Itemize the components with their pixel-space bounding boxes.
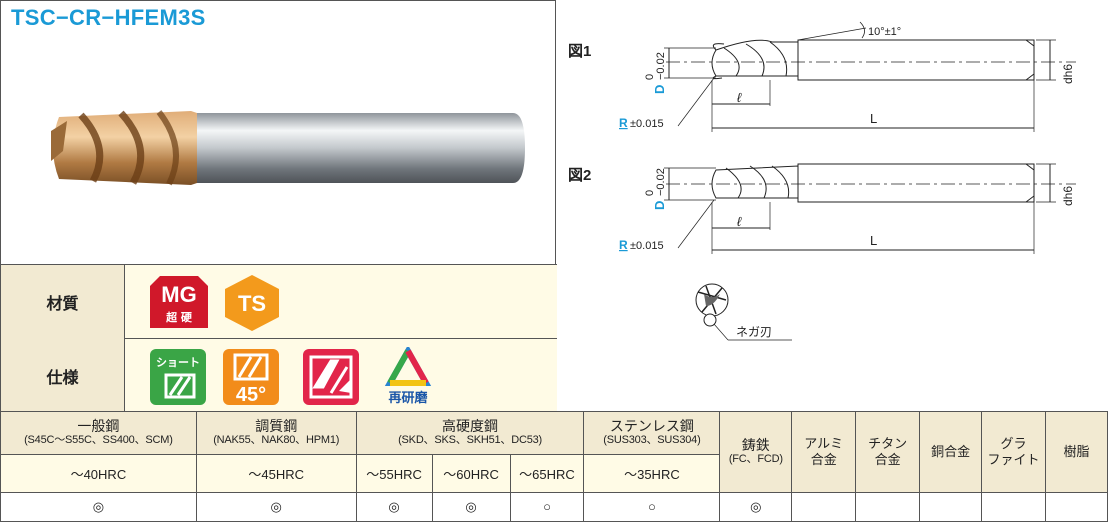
fig1-tol-bottom: −0.02: [655, 52, 667, 80]
group-sub: (S45C〜S55C、SS400、SCM): [24, 434, 173, 447]
product-title: TSC−CR−HFEM3S: [11, 5, 206, 30]
fig1-length: L: [870, 111, 877, 126]
fig2-d-label: D: [652, 201, 667, 210]
group-resin: 樹脂: [1044, 411, 1108, 493]
ts-text: TS: [238, 291, 266, 316]
ts-coating-badge: TS: [225, 275, 279, 331]
suitability-mark: [791, 491, 857, 522]
drawing-panel: 図1 0 −0.02 D 10°±1° dh6 ℓ L R ±0.015: [556, 0, 1108, 411]
fig2-tol-top: 0: [644, 190, 656, 196]
suitability-mark: ◎: [355, 491, 433, 522]
carbide-text: 超 硬: [165, 310, 193, 324]
group-general-steel: 一般鋼 (S45C〜S55C、SS400、SCM): [0, 411, 197, 455]
fig1-label: 図1: [568, 43, 591, 60]
group-prehardened-steel: 調質鋼 (NAK55、NAK80、HPM1): [195, 411, 357, 455]
fig2-ell: ℓ: [737, 214, 742, 229]
dimension-drawings: 図1 0 −0.02 D 10°±1° dh6 ℓ L R ±0.015: [568, 21, 1076, 341]
fig1-ell: ℓ: [737, 90, 742, 105]
mg-text: MG: [161, 282, 196, 307]
group-copper-alloy: 銅合金: [919, 411, 983, 493]
fig2-dh: dh6: [1061, 186, 1075, 206]
group-sub: (SKD、SKS、SKH51、DC53): [398, 434, 543, 447]
short-text: ショート: [156, 356, 200, 369]
hrc-cell: 〜40HRC: [0, 453, 197, 493]
suitability-mark: [855, 491, 921, 522]
material-label: 材質: [1, 265, 125, 339]
fig2-radius: R: [619, 238, 628, 252]
group-cast-iron: 鋳鉄 (FC、FCD): [719, 411, 793, 493]
spec-grid: 材質 MG 超 硬 TS 仕様 ショート 4: [1, 264, 557, 413]
group-name: 一般鋼: [77, 418, 120, 435]
fig1-angle: 10°±1°: [868, 26, 901, 38]
fig2-label: 図2: [568, 167, 591, 184]
nega-label: ネガ刃: [736, 325, 772, 339]
irregular-flute-badge: [303, 349, 359, 405]
fig1-radius: R: [619, 116, 628, 130]
end-view-icon: [695, 283, 729, 327]
material-row: 材質 MG 超 硬 TS: [1, 265, 557, 339]
fig1-dh: dh6: [1061, 64, 1075, 84]
hrc-cell: 〜65HRC: [509, 453, 585, 493]
regrind-text: 再研磨: [388, 390, 427, 406]
helix-angle-text: 45°: [236, 384, 266, 406]
group-line1: 樹脂: [1063, 443, 1090, 459]
product-panel: TSC−CR−HFEM3S 材質: [0, 0, 557, 413]
hrc-cell: 〜45HRC: [195, 453, 357, 493]
group-name: 高硬度鋼: [442, 418, 499, 435]
group-line1: グラ: [1000, 435, 1027, 451]
group-sub: (NAK55、NAK80、HPM1): [213, 434, 340, 447]
group-line2: 合金: [874, 451, 901, 467]
group-hardened-steel: 高硬度鋼 (SKD、SKS、SKH51、DC53): [355, 411, 585, 455]
suitability-mark: ◎: [195, 491, 357, 522]
suitability-mark: ◎: [0, 491, 197, 522]
suitability-mark: ◎: [431, 491, 511, 522]
group-line1: 銅合金: [931, 443, 971, 459]
spec-row: 仕様 ショート 45°: [1, 339, 557, 413]
hrc-cell: 〜55HRC: [355, 453, 433, 493]
group-name: 調質鋼: [255, 418, 298, 435]
group-name: 鋳鉄: [741, 437, 770, 454]
fig1-tol-top: 0: [644, 74, 656, 80]
hrc-cell: 〜35HRC: [583, 453, 721, 493]
suitability-mark: ◎: [719, 491, 793, 522]
fig2-length: L: [870, 233, 877, 248]
group-sub: (SUS303、SUS304): [603, 434, 701, 447]
mg-carbide-badge: MG 超 硬: [150, 276, 208, 328]
fig2-diameter-tolerance: 0 −0.02 D: [644, 168, 667, 210]
group-stainless-steel: ステンレス鋼 (SUS303、SUS304): [583, 411, 721, 455]
group-name: ステンレス鋼: [609, 418, 694, 435]
suitability-mark: [919, 491, 983, 522]
group-aluminum-alloy: アルミ 合金: [791, 411, 857, 493]
suitability-mark: ○: [583, 491, 721, 522]
group-graphite: グラ ファイト: [981, 411, 1046, 493]
group-titanium-alloy: チタン 合金: [855, 411, 921, 493]
suitability-mark: [1044, 491, 1108, 522]
spec-label: 仕様: [1, 339, 125, 413]
group-line2: 合金: [810, 451, 837, 467]
work-material-table: 一般鋼 (S45C〜S55C、SS400、SCM) 調質鋼 (NAK55、NAK…: [0, 411, 1108, 522]
group-line1: チタン: [868, 435, 908, 451]
short-length-badge: ショート: [150, 349, 206, 405]
fig1-diameter-tolerance: 0 −0.02 D: [644, 52, 667, 94]
group-line1: アルミ: [804, 435, 844, 451]
hrc-cell: 〜60HRC: [431, 453, 511, 493]
end-mill-photo: [51, 110, 525, 186]
fig1-radius-tol: ±0.015: [630, 118, 664, 130]
suitability-mark: ○: [509, 491, 585, 522]
fig2-radius-tol: ±0.015: [630, 240, 664, 252]
fig1-d-label: D: [652, 85, 667, 94]
suitability-mark: [981, 491, 1046, 522]
group-sub: (FC、FCD): [728, 453, 783, 466]
regrind-badge: 再研磨: [384, 347, 432, 406]
fig2-tol-bottom: −0.02: [655, 168, 667, 196]
helix-45-badge: 45°: [223, 349, 279, 406]
group-line2: ファイト: [987, 451, 1040, 467]
